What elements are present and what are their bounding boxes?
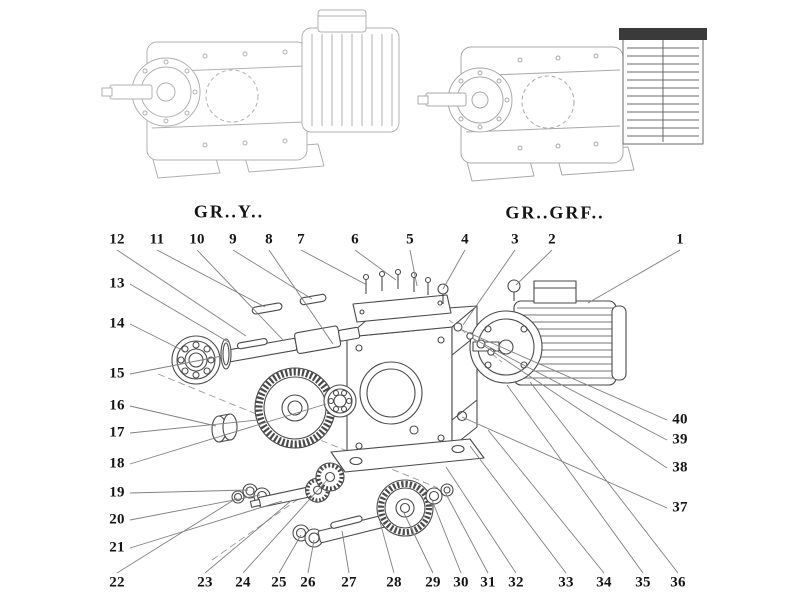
callout-14: 14 xyxy=(109,315,125,332)
variant-label-grgrf: GR..GRF.. xyxy=(505,202,605,223)
callout-22: 22 xyxy=(109,574,125,591)
callout-12: 12 xyxy=(109,231,125,248)
leader-lines xyxy=(116,249,681,574)
callout-7: 7 xyxy=(297,231,305,248)
callout-30: 30 xyxy=(453,574,469,591)
callout-34: 34 xyxy=(596,574,612,591)
part-input-shaft xyxy=(221,293,361,364)
motor-block-right xyxy=(619,28,707,145)
part-retaining-rings xyxy=(425,483,454,505)
part-input-bearing xyxy=(171,335,221,385)
callout-8: 8 xyxy=(265,231,273,248)
gearmotor-variant-grgrf-drawing xyxy=(417,28,707,182)
callout-25: 25 xyxy=(271,574,287,591)
callout-27: 27 xyxy=(341,574,357,591)
part-intermediate-bearing xyxy=(323,384,357,418)
callout-10: 10 xyxy=(189,231,205,248)
callout-29: 29 xyxy=(425,574,441,591)
part-cover-and-screws xyxy=(352,268,452,323)
part-large-gear xyxy=(254,367,336,449)
part-shaft-seal xyxy=(220,338,232,370)
callout-31: 31 xyxy=(480,574,496,591)
callout-24: 24 xyxy=(235,574,251,591)
callout-3: 3 xyxy=(511,231,519,248)
callout-17: 17 xyxy=(109,424,125,441)
callout-13: 13 xyxy=(109,275,125,292)
output-face-left xyxy=(131,57,201,127)
part-intermediate-gear xyxy=(315,462,345,492)
part-output-gear xyxy=(376,479,434,537)
callout-5: 5 xyxy=(406,231,414,248)
callout-9: 9 xyxy=(229,231,237,248)
part-motor xyxy=(469,279,627,386)
callout-4: 4 xyxy=(461,231,469,248)
callout-37: 37 xyxy=(672,499,688,516)
callout-20: 20 xyxy=(109,511,125,528)
callout-18: 18 xyxy=(109,455,125,472)
callout-21: 21 xyxy=(109,539,125,556)
callout-35: 35 xyxy=(635,574,651,591)
callout-33: 33 xyxy=(558,574,574,591)
callout-15: 15 xyxy=(109,365,125,382)
callout-6: 6 xyxy=(351,231,359,248)
callout-11: 11 xyxy=(149,231,165,248)
variant-label-gry: GR..Y.. xyxy=(193,201,265,222)
callout-39: 39 xyxy=(672,431,688,448)
callout-36: 36 xyxy=(670,574,686,591)
motor-left xyxy=(301,9,400,133)
callout-26: 26 xyxy=(300,574,316,591)
callout-1: 1 xyxy=(676,231,684,248)
callout-32: 32 xyxy=(508,574,524,591)
gearmotor-variant-gry-drawing xyxy=(101,9,400,179)
callout-40: 40 xyxy=(672,411,688,428)
callout-38: 38 xyxy=(672,459,688,476)
callout-23: 23 xyxy=(197,574,213,591)
callout-19: 19 xyxy=(109,484,125,501)
callout-28: 28 xyxy=(386,574,402,591)
callout-16: 16 xyxy=(109,397,125,414)
callout-2: 2 xyxy=(548,231,556,248)
